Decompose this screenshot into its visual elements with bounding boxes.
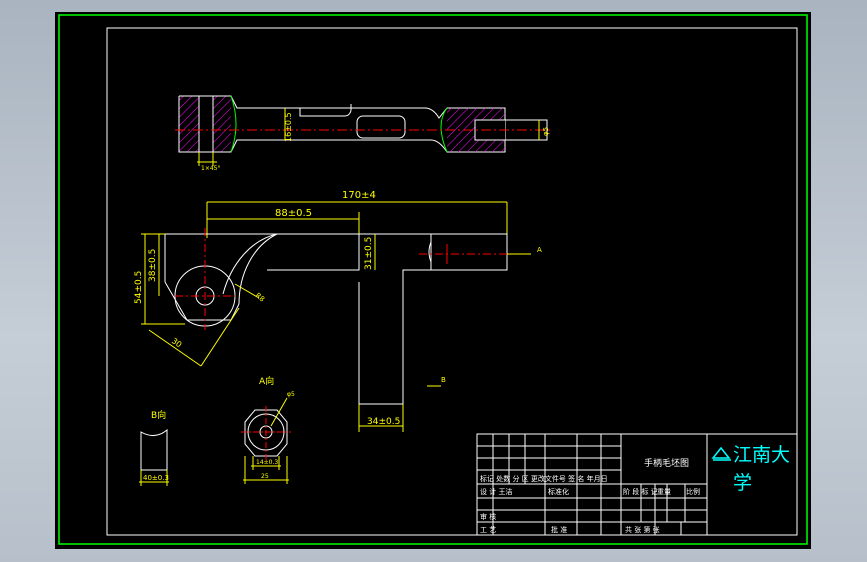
- part-name: 手柄毛坯图: [644, 457, 689, 469]
- dim-34: 34±0.5: [367, 417, 400, 427]
- top-view: 16±0.5 φ5 1×45°: [175, 95, 551, 172]
- dim-170: 170±4: [342, 190, 376, 201]
- marker-b: B: [441, 376, 446, 384]
- title-block-text: 手柄毛坯图 标记 处数 分 区 更改文件号 签 名 年月日 设 计 王洁 标准化…: [480, 444, 790, 534]
- b-view-label: B向: [151, 409, 166, 421]
- dim-25: 25: [261, 473, 269, 480]
- front-view-outline: [165, 233, 278, 295]
- dim-phi-top: φ5: [542, 127, 550, 136]
- scale-label: 比例: [686, 487, 700, 496]
- dim-38: 38±0.5: [148, 249, 158, 282]
- a-view-label: A向: [259, 375, 274, 387]
- dim-54: 54±0.5: [134, 271, 144, 304]
- front-view: 170±4 88±0.5 A 54±0.5 38±0.5 31±0.5 30 R…: [134, 190, 542, 432]
- weight-label: 重量: [657, 488, 671, 496]
- dim-phi-a: φ5: [287, 391, 295, 398]
- dim-14: 14±0.3: [256, 459, 278, 466]
- row-mark: 标记 处数 分 区 更改文件号 签 名 年月日: [480, 474, 608, 483]
- dim-88: 88±0.5: [275, 208, 312, 219]
- b-view: B向 40±0.3: [139, 409, 169, 486]
- university-name-line1: 江南大: [733, 444, 790, 466]
- top-view-slot: [356, 115, 406, 139]
- cad-viewport[interactable]: 16±0.5 φ5 1×45° 170±4 88±0.5 A: [55, 12, 811, 549]
- inner-border: [106, 27, 798, 536]
- dim-r8: R8: [254, 291, 266, 303]
- dim-31: 31±0.5: [364, 237, 374, 270]
- designer-label: 设 计 王洁: [480, 487, 512, 496]
- review-label: 审 核: [480, 512, 496, 521]
- title-block: [476, 433, 798, 536]
- sheets-label: 共 张 第 张: [625, 525, 660, 534]
- dim-30: 30: [170, 336, 184, 349]
- dim-16: 16±0.5: [284, 112, 293, 142]
- standardize-label: 标准化: [548, 487, 569, 496]
- engineering-drawing: 16±0.5 φ5 1×45° 170±4 88±0.5 A: [58, 14, 808, 545]
- marker-a: A: [537, 246, 542, 254]
- dim-40: 40±0.3: [143, 474, 169, 482]
- outer-frame: [58, 14, 808, 545]
- process-label: 工 艺: [480, 526, 496, 534]
- approve-label: 批 准: [551, 525, 567, 534]
- small-tag-label: 1×45°: [201, 165, 220, 172]
- university-name-line2: 学: [733, 472, 752, 494]
- university-logo-icon: [711, 446, 731, 461]
- stage-mark-label: 阶 段 标 记: [623, 487, 658, 496]
- a-view: A向 φ5 14±0.3 25: [241, 375, 295, 484]
